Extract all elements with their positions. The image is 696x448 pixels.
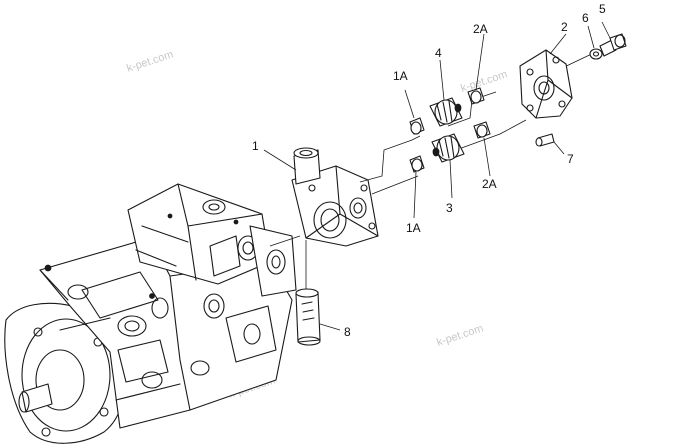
callout-2a-bottom: 2A — [482, 177, 497, 191]
gear-pump-case — [291, 147, 379, 247]
callout-2: 2 — [561, 20, 568, 34]
callout-5: 5 — [599, 2, 606, 16]
cover-plate — [519, 49, 573, 119]
callout-3: 3 — [446, 201, 453, 215]
drive-gear — [429, 97, 463, 127]
watermark-2: k-pet.com — [459, 69, 509, 95]
callout-1: 1 — [252, 139, 259, 153]
callout-4: 4 — [435, 46, 442, 60]
callout-1a-bottom: 1A — [406, 221, 421, 235]
washer — [589, 48, 603, 60]
bushing-1a-lower — [409, 155, 425, 173]
driven-gear — [431, 133, 465, 163]
bushing-1a-upper — [409, 117, 425, 135]
callout-7: 7 — [567, 152, 574, 166]
callout-labels: 1 1A 1A 4 3 2A 2A 2 5 6 7 8 — [252, 2, 606, 339]
main-pump-assembly — [4, 183, 297, 444]
dowel-pin — [535, 133, 555, 147]
bushing-2a-lower — [473, 121, 491, 139]
leader-lines — [263, 21, 611, 331]
lower-axis-line — [371, 175, 419, 195]
callout-6: 6 — [582, 11, 589, 25]
upper-axis-line — [359, 135, 421, 183]
watermark-3: k-pet.com — [435, 323, 485, 349]
watermark-1: k-pet.com — [125, 49, 175, 75]
callout-1a-top: 1A — [393, 69, 408, 83]
assembly-axis-line — [269, 235, 301, 247]
bolt — [599, 33, 627, 57]
lower-gear-to-cover-axis-line — [455, 119, 527, 151]
callout-8: 8 — [344, 325, 351, 339]
pipe-sleeve — [295, 240, 321, 346]
gear-to-cover-axis-line — [447, 91, 497, 127]
callout-2a-top: 2A — [473, 22, 488, 36]
